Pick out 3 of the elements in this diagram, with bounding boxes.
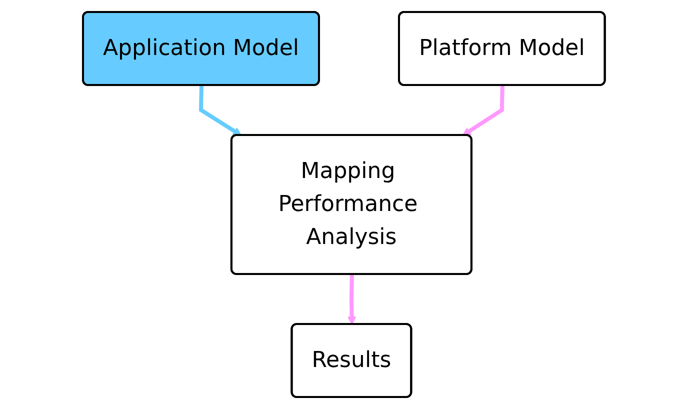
arrow bbox=[462, 85, 504, 136]
arrow bbox=[198, 85, 242, 136]
arrow bbox=[346, 274, 356, 325]
